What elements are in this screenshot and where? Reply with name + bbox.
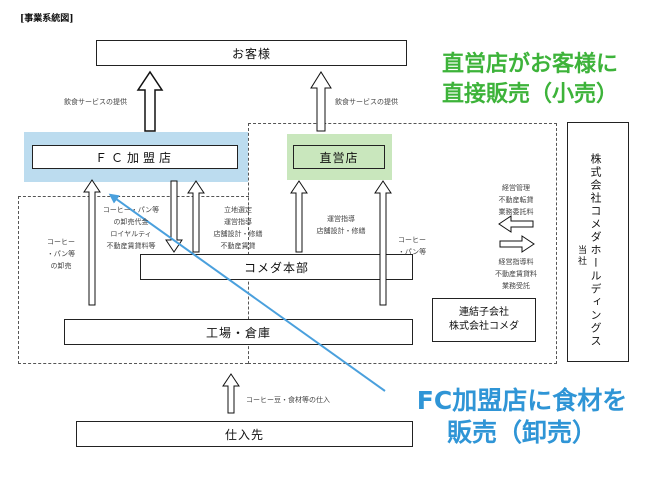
hq-box: コメダ本部	[140, 254, 413, 280]
holdings-tag-text: 当社	[576, 245, 586, 267]
green-callout-line-2: 直接販売（小売）	[441, 82, 618, 107]
fc-to-hq-line-3: ロイヤルティ	[110, 230, 152, 238]
direct-box: 直営店	[293, 145, 385, 169]
factory-to-fc-line-1: コーヒー	[47, 238, 75, 246]
fc-to-hq-text: コーヒー・パン等 の卸売代金 ロイヤルティ 不動産賃貸料等	[100, 204, 162, 252]
fc-to-hq-line-2: の卸売代金	[113, 218, 149, 226]
hq-to-fc-line-2: 運営指導	[224, 218, 252, 226]
holdings-box: 株式会社コメダホールディングス 当社	[567, 122, 629, 362]
hq-to-fc-text: 立地選定 運営指導 店舗設計・修繕 不動産賃貸	[207, 204, 269, 252]
direct-to-customer-arrow	[310, 71, 332, 132]
hq-to-direct-line-1: 運営指導	[327, 215, 355, 223]
factory-to-direct-line-2: ・パン等	[397, 248, 427, 256]
green-callout-line-1: 直営店がお客様に	[441, 52, 618, 77]
food-service-right-label: 飲食サービスの提供	[335, 98, 398, 106]
customer-box: お客様	[96, 40, 407, 66]
blue-callout-line-2: 販売（卸売）	[446, 418, 597, 447]
holdings-in-line-3: 業務受託	[502, 282, 530, 290]
subsidiary-to-holdings-arrow	[499, 235, 535, 253]
fc-to-hq-line-1: コーヒー・パン等	[102, 206, 160, 214]
holdings-in-line-2: 不動産賃貸料	[495, 270, 537, 278]
group-boundary-top-left-link	[18, 196, 249, 197]
group-boundary-right	[248, 123, 557, 364]
blue-callout-pointer	[108, 193, 386, 392]
hq-to-direct-arrow	[290, 180, 308, 253]
holdings-main-text: 株式会社コメダホールディングス	[589, 153, 602, 348]
factory-to-direct-line-1: コーヒー	[398, 236, 426, 244]
supplier-in-label: コーヒー豆・食材等の仕入	[246, 396, 330, 404]
subsidiary-line2: 株式会社コメダ	[449, 321, 519, 332]
factory-to-fc-line-3: の卸売	[50, 262, 72, 270]
factory-box: 工場・倉庫	[64, 319, 413, 345]
blue-callout-line-1: FC加盟店に食材を	[416, 386, 628, 415]
direct-highlight-area	[287, 134, 392, 180]
supplier-to-factory-arrow	[222, 373, 240, 414]
fc-to-customer-arrow	[136, 70, 164, 132]
group-boundary-left	[18, 196, 248, 364]
supplier-box: 仕入先	[76, 421, 413, 447]
hq-to-fc-line-1: 立地選定	[224, 206, 252, 214]
holdings-out-text: 経営管理 不動産転貸 業務委託料	[488, 182, 544, 218]
subsidiary-line1: 連結子会社	[459, 307, 509, 318]
holdings-out-line-3: 業務委託料	[498, 208, 534, 216]
hq-to-fc-line-3: 店舗設計・修繕	[213, 230, 263, 238]
factory-to-direct-text: コーヒー ・パン等	[392, 234, 432, 258]
hq-to-direct-text: 運営指導 店舗設計・修繕	[310, 213, 372, 237]
diagram-header: [事業系統図]	[20, 14, 74, 24]
subsidiary-box: 連結子会社 株式会社コメダ	[432, 298, 536, 342]
holdings-out-line-2: 不動産転貸	[498, 196, 534, 204]
factory-to-direct-arrow	[374, 180, 392, 306]
holdings-to-subsidiary-arrow	[498, 215, 534, 233]
hq-to-fc-up-arrow	[83, 179, 101, 306]
hq-to-fc-arrow	[187, 180, 205, 253]
blue-callout: FC加盟店に食材を 販売（卸売）	[384, 385, 660, 449]
fc-box: ＦＣ加盟店	[32, 145, 238, 169]
fc-to-hq-line-4: 不動産賃貸料等	[106, 242, 156, 250]
hq-to-direct-line-2: 店舗設計・修繕	[316, 227, 366, 235]
green-callout: 直営店がお客様に 直接販売（小売）	[402, 50, 658, 110]
holdings-in-line-1: 経営指導料	[498, 258, 534, 266]
factory-to-fc-text: コーヒー ・パン等 の卸売	[38, 236, 84, 272]
fc-to-hq-down-arrow	[165, 180, 183, 253]
hq-to-fc-line-4: 不動産賃貸	[220, 242, 256, 250]
holdings-out-line-1: 経営管理	[502, 184, 530, 192]
food-service-left-label: 飲食サービスの提供	[64, 98, 127, 106]
factory-to-fc-line-2: ・パン等	[46, 250, 76, 258]
holdings-in-text: 経営指導料 不動産賃貸料 業務受託	[488, 256, 544, 292]
